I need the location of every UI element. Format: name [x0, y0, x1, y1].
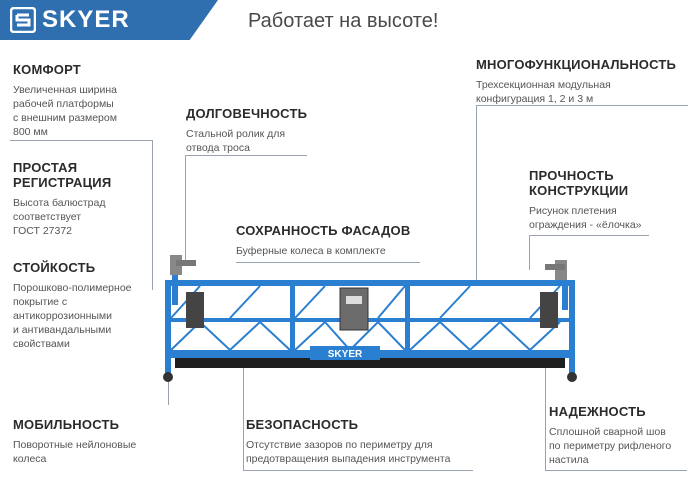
- connector-line: [185, 155, 307, 156]
- feature-multifunction: МНОГОФУНКЦИОНАЛЬНОСТЬ Трехсекционная мод…: [476, 57, 696, 106]
- connector-line: [545, 470, 687, 471]
- feature-title: НАДЕЖНОСТЬ: [549, 404, 646, 419]
- connector-line: [168, 380, 169, 405]
- connector-line: [476, 105, 688, 106]
- connector-line: [152, 140, 153, 290]
- feature-title: БЕЗОПАСНОСТЬ: [246, 417, 359, 432]
- caster-wheel: [163, 372, 173, 382]
- left-hoist-bracket: [170, 255, 196, 305]
- connector-line: [10, 140, 153, 141]
- feature-title: СОХРАННОСТЬ ФАСАДОВ: [236, 223, 411, 238]
- connector-line: [243, 470, 473, 471]
- connector-line: [545, 365, 546, 470]
- connector-line: [236, 262, 420, 263]
- skyer-logo-icon: [10, 7, 36, 33]
- feature-facades: СОХРАННОСТЬ ФАСАДОВ Буферные колеса в ко…: [236, 223, 426, 258]
- connector-line: [529, 235, 530, 270]
- connector-line: [185, 155, 186, 260]
- feature-title: МОБИЛЬНОСТЬ: [13, 417, 120, 432]
- feature-safety: БЕЗОПАСНОСТЬ Отсутствие зазоров по перим…: [246, 417, 486, 466]
- brand-name: SKYER: [42, 6, 130, 33]
- feature-title: КОМФОРТ: [13, 62, 81, 77]
- connector-line: [476, 105, 477, 280]
- feature-title: ДОЛГОВЕЧНОСТЬ: [186, 106, 308, 121]
- feature-description: Буферные колеса в комплекте: [236, 245, 386, 257]
- brand-header: [0, 0, 218, 40]
- connector-line: [529, 235, 649, 236]
- platform-brand-label: SKYER: [328, 349, 363, 360]
- gondola-platform-illustration: SKYER: [163, 255, 577, 382]
- caster-wheel: [567, 372, 577, 382]
- tagline: Работает на высоте!: [248, 10, 439, 32]
- feature-title: СТОЙКОСТЬ: [13, 260, 96, 275]
- feature-title: МНОГОФУНКЦИОНАЛЬНОСТЬ: [476, 57, 677, 72]
- connector-line: [243, 365, 244, 470]
- right-hoist-bracket: [545, 260, 568, 310]
